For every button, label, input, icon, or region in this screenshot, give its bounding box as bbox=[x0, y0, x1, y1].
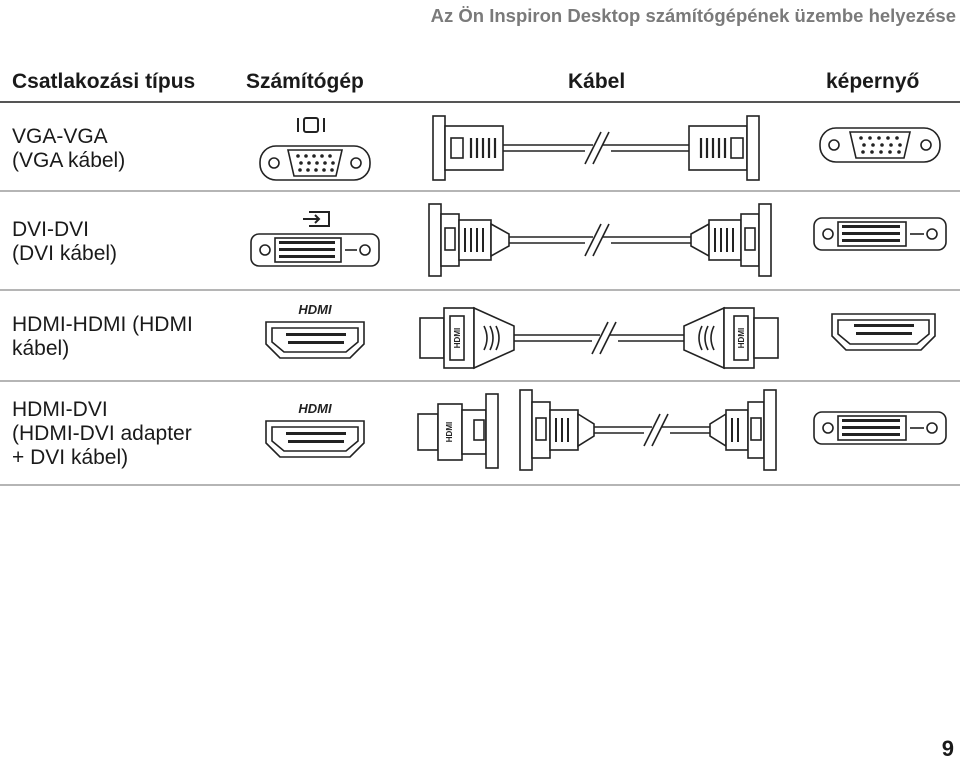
row-label-vga: VGA-VGA (VGA kábel) bbox=[12, 125, 125, 173]
hdmi-logo: HDMI bbox=[298, 401, 332, 416]
row-divider bbox=[0, 289, 960, 291]
row-label-hdmi: HDMI-HDMI (HDMI kábel) bbox=[12, 313, 193, 361]
column-header-connection-type: Csatlakozási típus bbox=[12, 70, 196, 93]
vga-cable bbox=[432, 115, 760, 181]
hdmi-cable: HDMI HDMI bbox=[419, 306, 779, 370]
hdmi-connector-label: HDMI bbox=[737, 328, 746, 348]
vga-port-icon bbox=[297, 117, 325, 133]
column-header-display: képernyő bbox=[826, 70, 920, 93]
hdmi-connector bbox=[265, 321, 365, 359]
dvi-connector bbox=[250, 233, 380, 267]
row-divider bbox=[0, 380, 960, 382]
hdmi-connector-label: HDMI bbox=[445, 422, 454, 442]
column-header-computer: Számítógép bbox=[246, 70, 364, 93]
vga-display-connector bbox=[819, 127, 941, 163]
hdmi-computer-port-illustration: HDMI bbox=[265, 302, 365, 359]
hdmi-connector bbox=[265, 420, 365, 458]
row-divider bbox=[0, 190, 960, 192]
dvi-computer-port-illustration bbox=[250, 211, 380, 267]
row-label-line: (HDMI-DVI adapter bbox=[12, 422, 192, 445]
row-label-line: + DVI kábel) bbox=[12, 446, 129, 469]
vga-computer-port-illustration bbox=[259, 117, 371, 181]
row-label-dvi: DVI-DVI (DVI kábel) bbox=[12, 218, 117, 266]
column-header-cable: Kábel bbox=[568, 70, 626, 93]
page-number: 9 bbox=[941, 736, 954, 761]
row-label-line: (DVI kábel) bbox=[12, 242, 118, 265]
hdmi-logo: HDMI bbox=[298, 302, 332, 317]
hdmi-dvi-computer-port-illustration: HDMI bbox=[265, 401, 365, 458]
vga-connector bbox=[259, 145, 371, 181]
row-label-line: DVI-DVI bbox=[12, 218, 90, 241]
header-rule bbox=[0, 101, 960, 103]
row-label-line: VGA-VGA bbox=[12, 125, 108, 148]
row-label-line: HDMI-DVI bbox=[12, 398, 108, 421]
dvi-port-icon bbox=[303, 211, 330, 227]
dvi-display-connector bbox=[813, 411, 947, 445]
hdmi-display-connector bbox=[831, 313, 936, 351]
row-label-hdmi-dvi: HDMI-DVI (HDMI-DVI adapter + DVI kábel) bbox=[12, 398, 192, 470]
dvi-display-connector bbox=[813, 217, 947, 251]
row-label-line: (VGA kábel) bbox=[12, 149, 126, 172]
dvi-cable bbox=[428, 203, 772, 277]
hdmi-connector-label: HDMI bbox=[453, 328, 462, 348]
row-label-line: kábel) bbox=[12, 337, 70, 360]
running-title: Az Ön Inspiron Desktop számítógépének üz… bbox=[430, 5, 956, 26]
table-bottom-rule bbox=[0, 484, 960, 486]
hdmi-dvi-adapter-and-dvi-cable: HDMI bbox=[417, 389, 777, 471]
row-label-line: HDMI-HDMI (HDMI bbox=[12, 313, 193, 336]
